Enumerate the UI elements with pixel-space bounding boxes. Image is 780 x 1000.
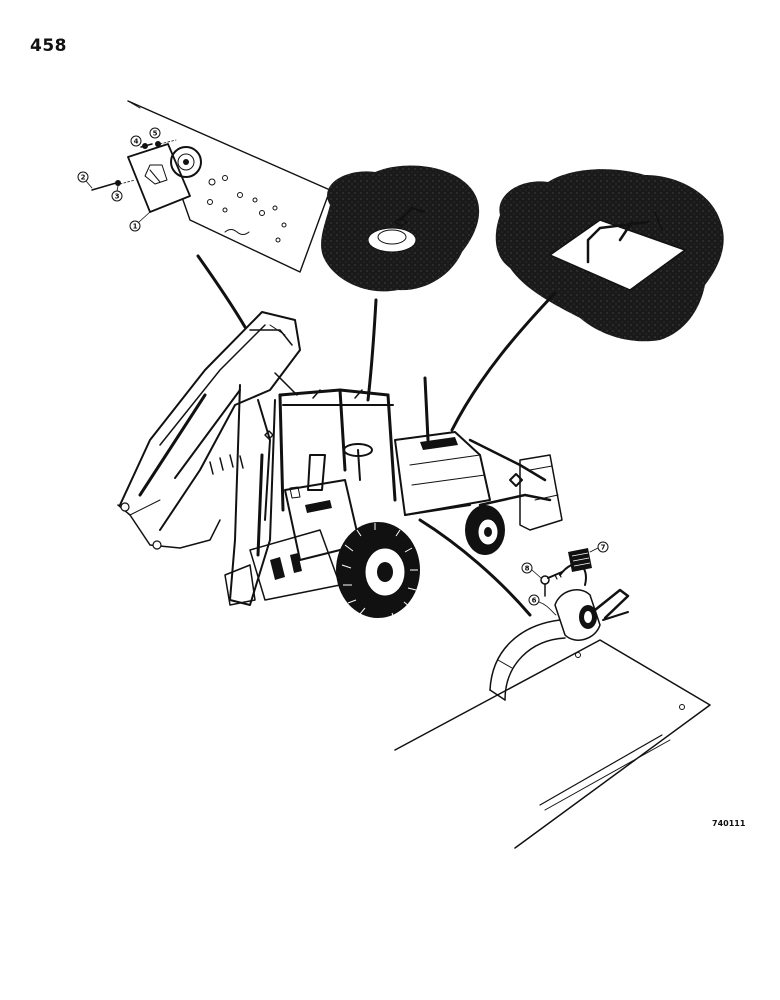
callout-5: 5 — [149, 127, 161, 139]
svg-text:1: 1 — [133, 223, 138, 231]
gauge-detail — [321, 165, 480, 292]
leader-lines — [196, 254, 557, 617]
svg-text:2: 2 — [81, 174, 86, 182]
tray-detail — [495, 169, 724, 342]
callout-2: 2 — [77, 171, 89, 183]
panel-detail — [91, 100, 331, 273]
svg-text:5: 5 — [153, 130, 158, 138]
svg-text:3: 3 — [115, 193, 120, 201]
backhoe-loader — [117, 311, 563, 621]
callout-3: 3 — [111, 190, 123, 202]
callout-6: 6 — [528, 594, 540, 606]
svg-text:8: 8 — [525, 565, 530, 573]
callout-1: 1 — [129, 220, 141, 232]
page-number: 458 — [30, 36, 67, 56]
callout-4: 4 — [130, 135, 142, 147]
figure-number: 740111 — [712, 819, 746, 828]
callout-8: 8 — [521, 562, 533, 574]
svg-text:7: 7 — [601, 544, 606, 552]
svg-text:4: 4 — [134, 138, 139, 146]
svg-text:6: 6 — [532, 597, 537, 605]
lock-detail — [394, 548, 711, 849]
callout-7: 7 — [597, 541, 609, 553]
